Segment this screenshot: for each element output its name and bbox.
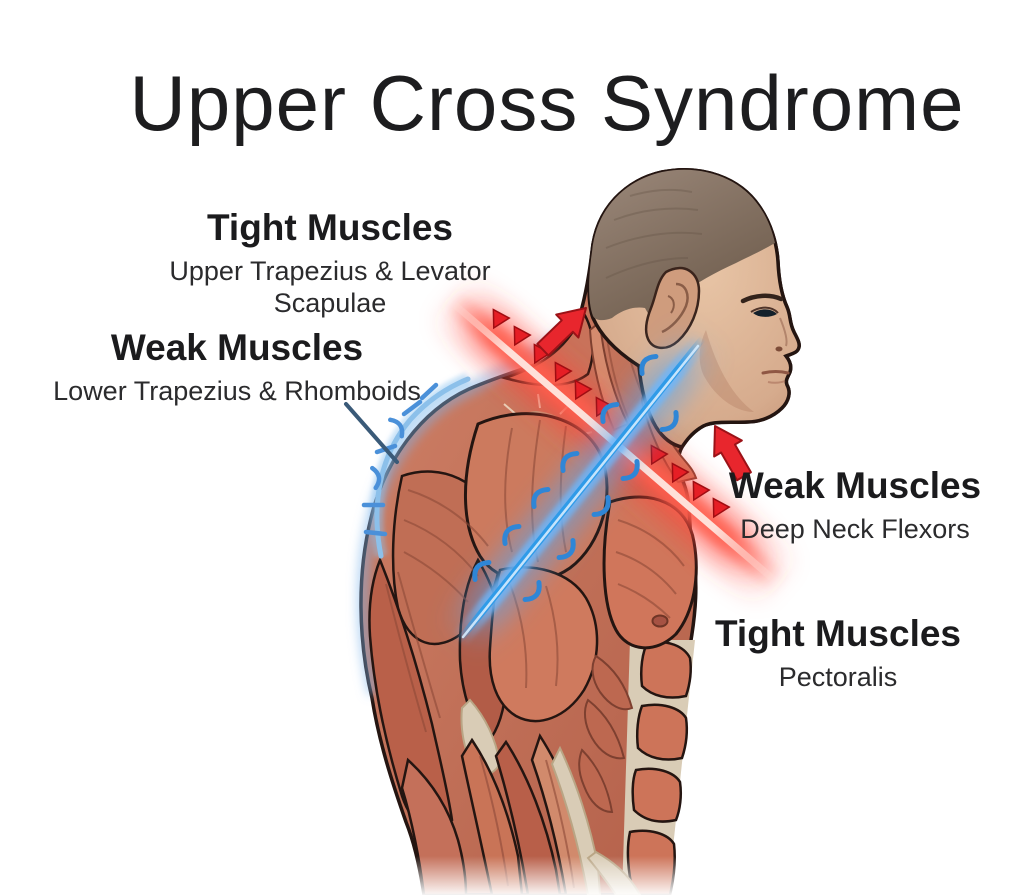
lower-lip-line (767, 380, 786, 384)
eyelid-line (750, 306, 779, 314)
eye (753, 309, 777, 317)
label-tight-muscles-upper: Tight Muscles Upper Trapezius & Levator … (110, 207, 550, 319)
red-arrow-chin-icon (713, 425, 752, 482)
label-tight-muscles-chest: Tight Muscles Pectoralis (618, 613, 1024, 693)
blue-weak-band (440, 323, 721, 657)
mouth-line (761, 370, 790, 375)
label-heading: Tight Muscles (714, 613, 962, 654)
posture-arc (344, 372, 471, 559)
abdominal-muscles (622, 640, 695, 895)
bottom-fade (0, 856, 1024, 895)
label-heading: Weak Muscles (110, 327, 364, 368)
label-heading: Tight Muscles (206, 207, 454, 248)
page-title: Upper Cross Syndrome (129, 59, 965, 147)
hair (589, 169, 775, 330)
label-weak-muscles-neck: Weak Muscles Deep Neck Flexors (635, 465, 1024, 545)
label-detail: Deep Neck Flexors (740, 513, 970, 544)
label-detail: Upper Trapezius & Levator Scapulae (169, 255, 491, 318)
label-weak-muscles-back: Weak Muscles Lower Trapezius & Rhomboids (17, 327, 457, 407)
ear-inner-line (661, 282, 689, 334)
label-detail: Lower Trapezius & Rhomboids (53, 375, 421, 406)
blue-dash-markers (472, 353, 679, 603)
nose-line (779, 317, 788, 347)
nipple (651, 614, 669, 628)
weak-back-pointer-line (344, 402, 399, 464)
label-heading: Weak Muscles (728, 465, 982, 506)
eyebrow (740, 293, 784, 304)
hair-texture (605, 188, 703, 279)
ear-inner-line2 (667, 295, 675, 314)
nostril (775, 346, 783, 352)
red-arrow-upper-icon (536, 307, 587, 357)
posture-arc-ticks (361, 382, 439, 537)
label-detail: Pectoralis (778, 661, 898, 692)
